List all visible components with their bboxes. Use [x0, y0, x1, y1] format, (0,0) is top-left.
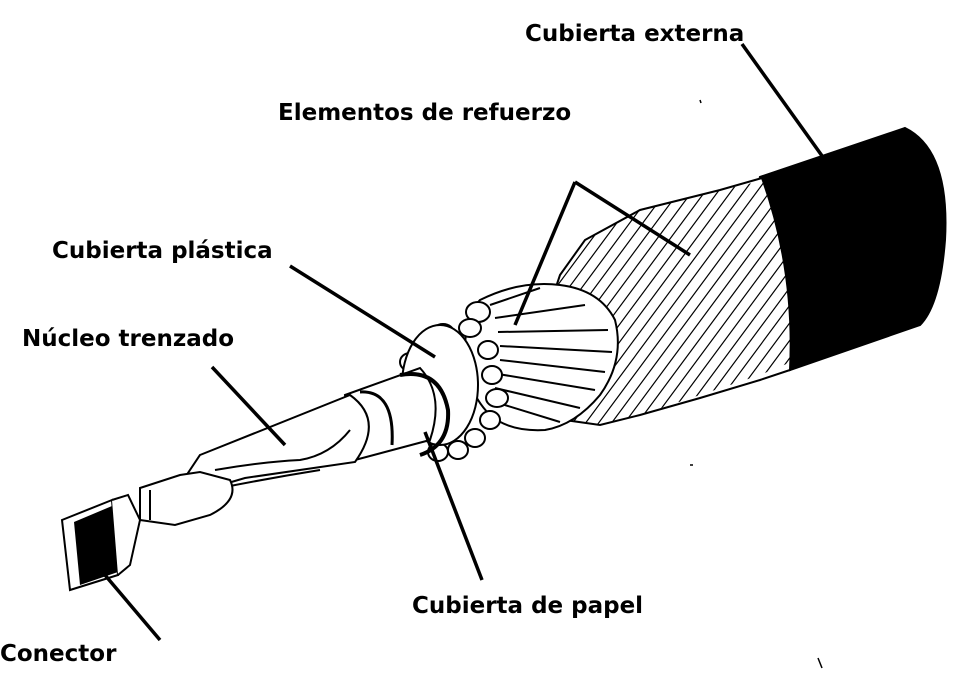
label-stranded-core: Núcleo trenzado	[22, 326, 234, 352]
label-strength-members: Elementos de refuerzo	[278, 100, 571, 126]
connector	[62, 495, 140, 590]
label-connector: Conector	[0, 641, 117, 667]
label-paper-wrap: Cubierta de papel	[412, 593, 643, 619]
label-plastic-jacket: Cubierta plástica	[52, 238, 273, 264]
label-outer-jacket: Cubierta externa	[525, 21, 744, 47]
hatch-line	[950, 170, 960, 440]
